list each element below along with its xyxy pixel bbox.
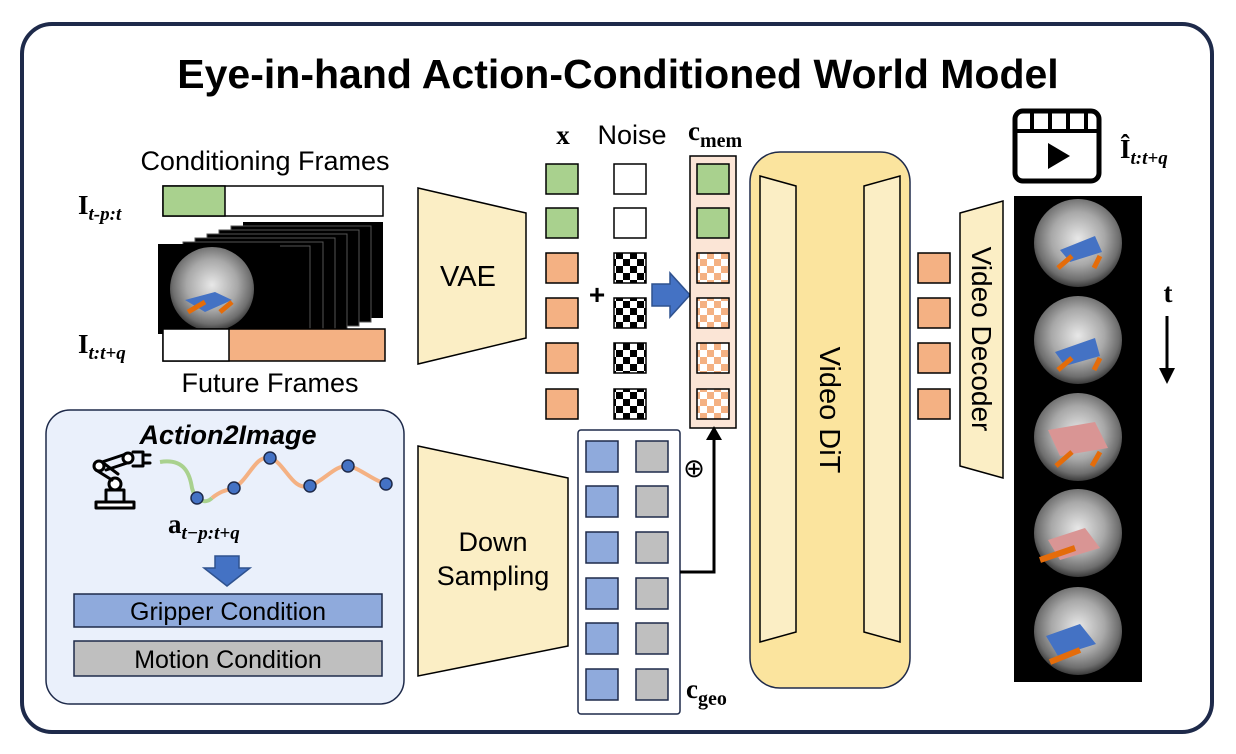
geo-to-mem-connector: [680, 436, 716, 574]
c-geo-gripper-cell: [585, 622, 619, 655]
c-geo-blue-column: [585, 440, 619, 701]
c-geo-motion-cell: [635, 531, 669, 564]
connector-arrowhead: [706, 426, 722, 440]
robot-arm-icon: [92, 450, 152, 510]
action-trajectory: [159, 451, 393, 505]
c-geo-motion-cell: [635, 440, 669, 473]
motion-condition-label: Motion Condition: [134, 646, 322, 674]
noise-cell-empty: [613, 163, 647, 195]
video-decoder-label: Video Decoder: [966, 247, 997, 432]
a-traj-label: at−p:t+q: [168, 509, 240, 544]
c-geo-label: cgeo: [686, 674, 727, 710]
output-frame: [1034, 587, 1122, 675]
output-frame: [1034, 199, 1122, 287]
video-clip-icon: [1012, 108, 1102, 184]
gripper-condition-box: [73, 593, 383, 628]
output-latent-column: [917, 252, 951, 420]
c-geo-gripper-cell: [585, 531, 619, 564]
noise-cell-checker: [613, 252, 647, 284]
time-arrowhead: [1159, 368, 1175, 384]
noise-cell-checker: [613, 297, 647, 329]
future-frames-label: Future Frames: [181, 368, 358, 398]
time-label: t: [1164, 278, 1173, 308]
noise-cell-checker: [613, 388, 647, 420]
action2image-title: Action2Image: [138, 420, 316, 450]
c-mem-cell-noisy: [696, 252, 730, 284]
motion-condition-box: [73, 640, 383, 677]
output-frame: [1034, 393, 1122, 481]
trajectory-node: [263, 451, 277, 465]
c-geo-motion-cell: [635, 485, 669, 518]
noise-label: Noise: [597, 120, 666, 150]
latent-x-column: [545, 163, 579, 420]
trajectory-node: [379, 477, 393, 491]
c-mem-cell-green: [696, 163, 730, 195]
i-future-label: It:t+q: [78, 329, 126, 364]
i-hat-label: Ît:t+q: [1120, 134, 1168, 169]
frame-stack: [158, 222, 383, 343]
latent-x-orange: [545, 342, 579, 374]
output-frame: [1034, 296, 1122, 384]
downsampling-block: [417, 445, 569, 677]
output-latent-cell: [917, 342, 951, 374]
oplus-sign: ⊕: [683, 453, 705, 483]
x-label: x: [556, 120, 570, 150]
down-arrow-icon: [201, 555, 253, 587]
noise-column: [613, 163, 647, 420]
gripper-condition-label: Gripper Condition: [130, 598, 326, 626]
c-mem-cell-green: [696, 207, 730, 239]
c-mem-container: [689, 155, 737, 429]
video-dit-label: Video DiT: [813, 347, 845, 474]
trajectory-node: [190, 491, 204, 505]
output-latent-cell: [917, 252, 951, 284]
i-past-label: It-p:t: [78, 190, 122, 225]
c-geo-gripper-cell: [585, 577, 619, 610]
conditioning-frames-label: Conditioning Frames: [140, 146, 389, 176]
downsampling-label-line2: Sampling: [437, 561, 550, 591]
trajectory-node: [227, 481, 241, 495]
output-latent-cell: [917, 388, 951, 420]
c-mem-cell-noisy: [696, 297, 730, 329]
vae-label: VAE: [440, 261, 496, 293]
c-geo-motion-cell: [635, 668, 669, 701]
c-mem-column: [696, 163, 730, 420]
latent-x-green: [545, 163, 579, 195]
right-arrow-icon: [651, 271, 692, 319]
noise-cell-empty: [613, 207, 647, 239]
diagram-title: Eye-in-hand Action-Conditioned World Mod…: [177, 51, 1058, 97]
downsampling-label-line1: Down: [458, 527, 527, 557]
latent-x-orange: [545, 297, 579, 329]
c-geo-gripper-cell: [585, 668, 619, 701]
conditioning-bar-green: [162, 185, 226, 217]
c-geo-gripper-cell: [585, 485, 619, 518]
output-latent-cell: [917, 297, 951, 329]
plus-sign: +: [589, 279, 605, 310]
output-frame: [1034, 489, 1122, 577]
c-geo-motion-cell: [635, 622, 669, 655]
vae-block: [417, 187, 527, 365]
latent-x-orange: [545, 252, 579, 284]
dit-right-panel: [863, 175, 901, 643]
c-geo-gripper-cell: [585, 440, 619, 473]
c-mem-label: cmem: [688, 116, 743, 152]
latent-x-orange: [545, 388, 579, 420]
latent-x-green: [545, 207, 579, 239]
dit-left-panel: [759, 175, 797, 643]
future-bar-white: [162, 328, 230, 362]
trajectory-node: [303, 479, 317, 493]
c-mem-cell-noisy: [696, 388, 730, 420]
trajectory-node: [341, 459, 355, 473]
video-decoder-block: [959, 200, 1004, 479]
output-frames: [1034, 199, 1122, 675]
noise-cell-checker: [613, 342, 647, 374]
c-mem-cell-noisy: [696, 342, 730, 374]
c-geo-motion-cell: [635, 577, 669, 610]
c-geo-gray-column: [635, 440, 669, 701]
